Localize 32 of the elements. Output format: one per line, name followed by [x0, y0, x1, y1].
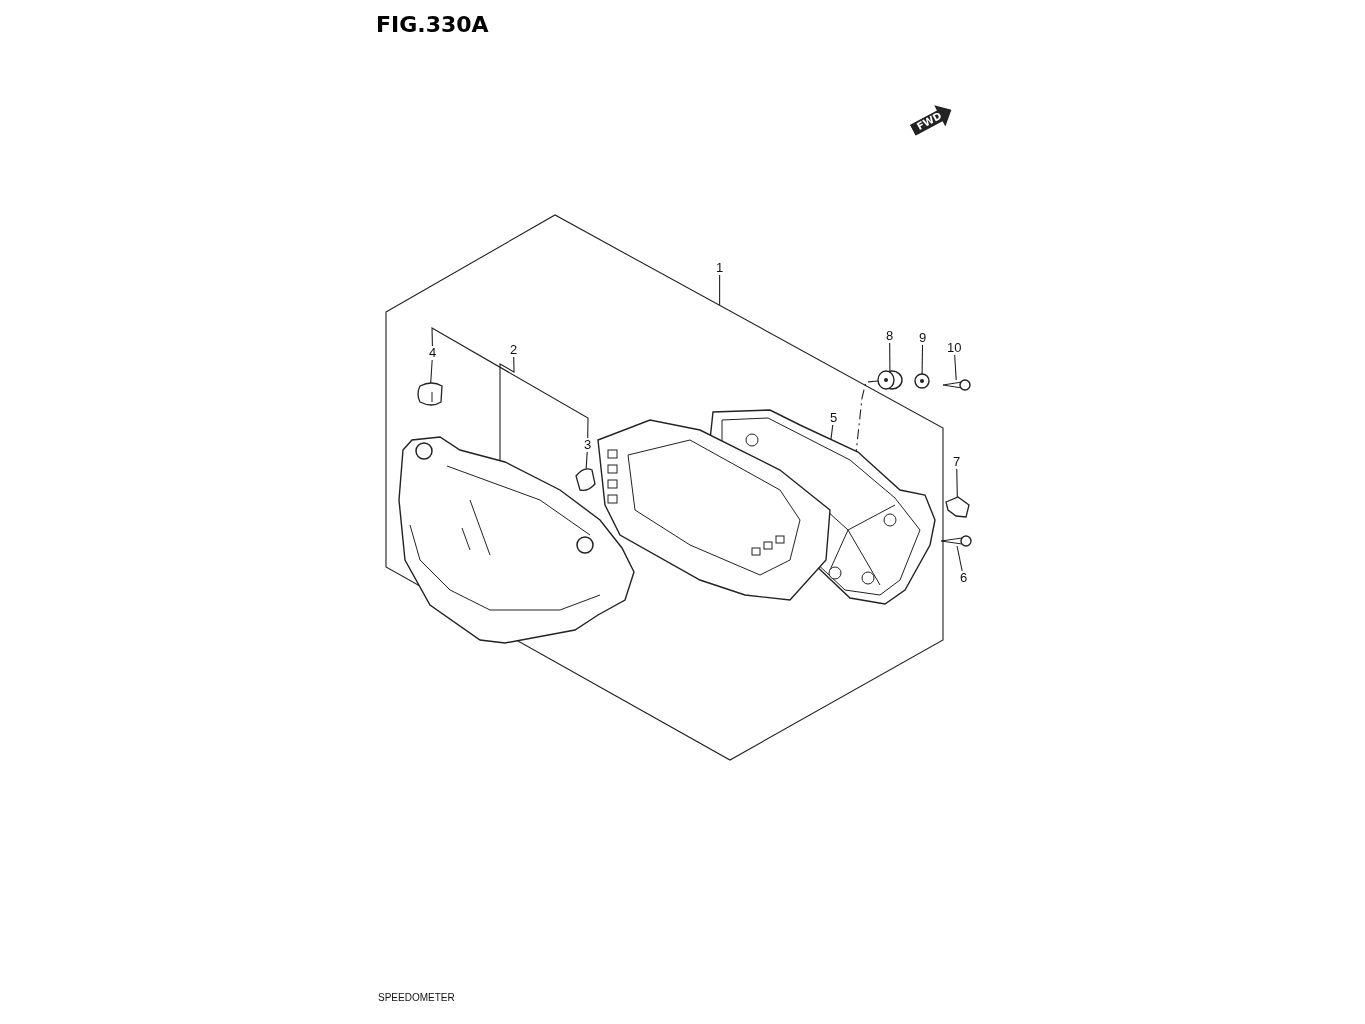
leader-line	[719, 274, 721, 306]
callout-number: 6	[959, 571, 969, 585]
figure-title: FIG.330A	[376, 12, 489, 37]
leader-line	[830, 424, 834, 440]
leader-line	[921, 344, 924, 375]
leader-line	[585, 451, 588, 470]
cushion-drawing	[417, 382, 443, 406]
leader-line	[499, 356, 515, 462]
callout-number: 8	[885, 329, 895, 343]
callout-number: 1	[715, 261, 725, 275]
callout-number: 10	[946, 341, 963, 355]
callout-number: 2	[509, 343, 519, 357]
leader-line	[431, 327, 589, 439]
dashed-line	[855, 380, 879, 452]
leader-line	[889, 342, 891, 372]
caption-text: SPEEDOMETER	[378, 992, 455, 1003]
callout-number: 7	[952, 455, 962, 469]
washer-drawing	[914, 373, 930, 389]
leader-line	[956, 545, 963, 572]
leader-line	[956, 468, 958, 498]
callout-number: 3	[583, 438, 593, 452]
nut-drawing	[945, 496, 970, 518]
screw-drawing	[940, 535, 972, 547]
callout-number: 9	[918, 331, 928, 345]
callout-number: 4	[428, 346, 438, 360]
screw-drawing	[942, 379, 971, 391]
lens-cover-drawing	[398, 436, 635, 644]
cushion-drawing	[575, 468, 596, 492]
leader-line	[954, 354, 957, 381]
grommet-drawing	[877, 370, 903, 390]
leader-line	[430, 359, 433, 384]
callout-number: 5	[829, 411, 839, 425]
